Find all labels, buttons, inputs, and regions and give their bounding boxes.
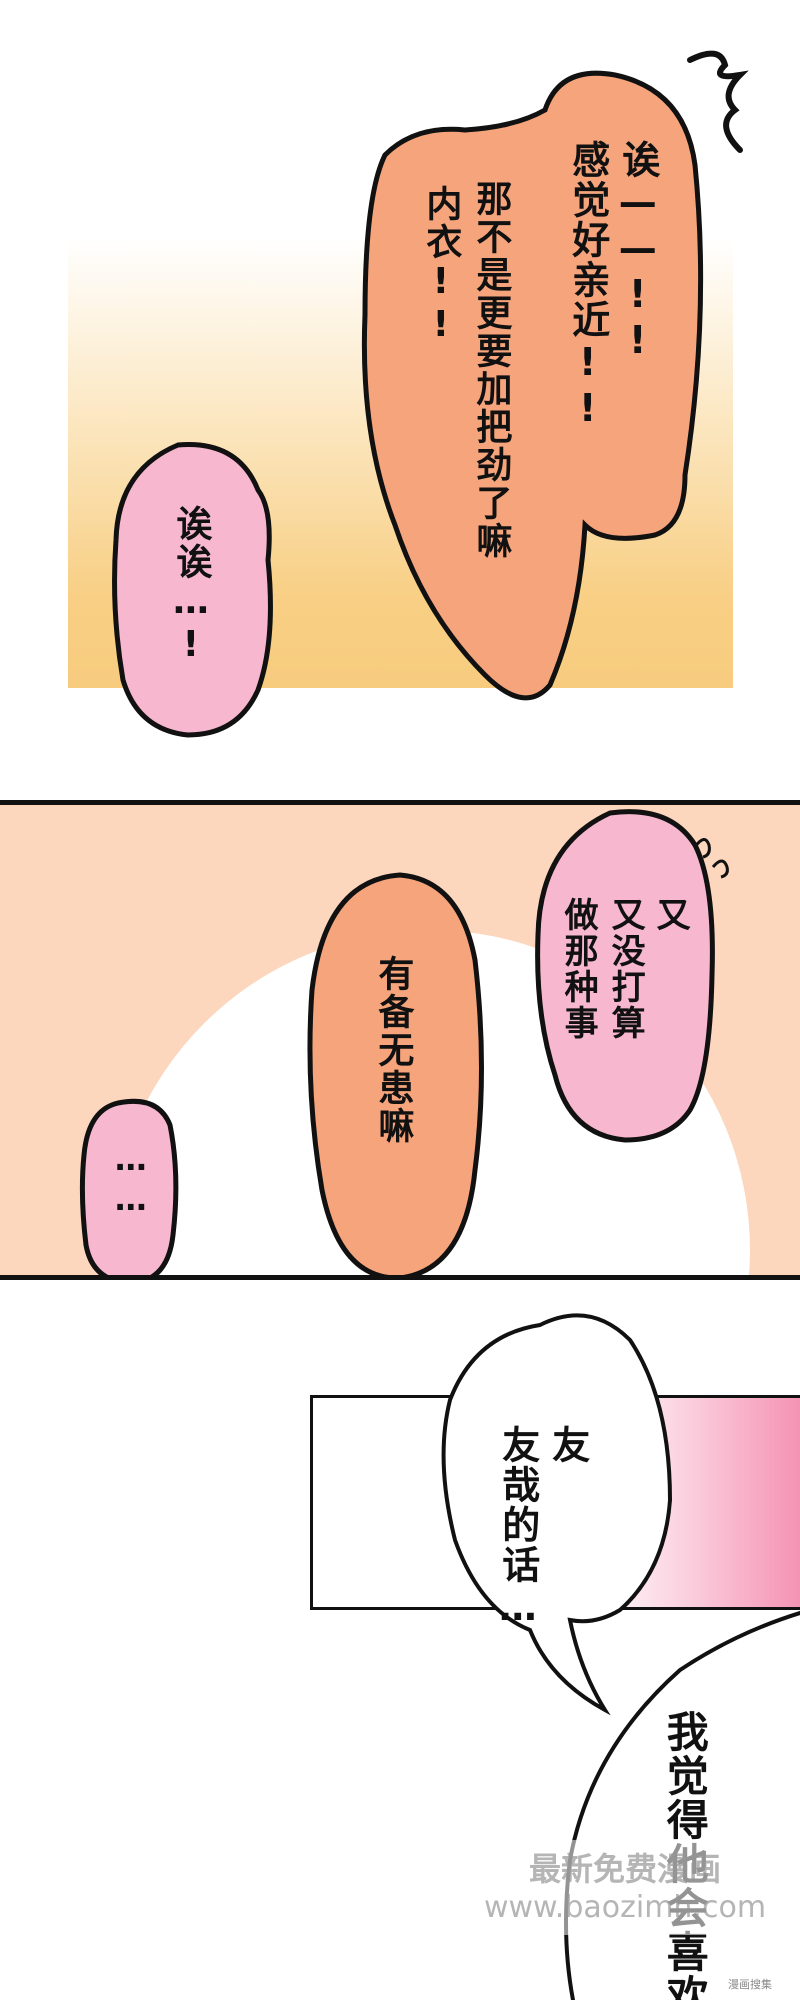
panel-divider-bottom: [0, 1275, 800, 1280]
bubble-big-line3: 那不是更要加把劲了嘛: [470, 180, 512, 560]
speech-bubble-orange-center: [307, 872, 484, 1275]
speech-bubble-orange-large: [361, 70, 704, 701]
speech-bubble-pink-tiny: [79, 1098, 179, 1275]
panel-1: 诶——!! 感觉好亲近!! 那不是更要加把劲了嘛 内衣!! 诶诶…!: [0, 0, 800, 760]
watermark-corner: 漫画搜集: [728, 1978, 772, 1991]
bubble-orange-text: 有备无患嘛: [372, 955, 414, 1145]
panel-2: 又 又没打算 做那种事 有备无患嘛 ……: [0, 805, 800, 1275]
panel-3: 友 友哉的话… 我觉得他会喜欢 最新免费漫画 www.baozimh.com 漫…: [0, 1280, 800, 2000]
bubble-small-text: 诶诶…!: [170, 505, 212, 667]
bubble-pink-line2: 又没打算: [605, 897, 646, 1041]
watermark: 最新免费漫画 www.baozimh.com: [470, 1840, 780, 1935]
watermark-line2: www.baozimh.com: [483, 1890, 767, 1925]
panel-divider-top: [0, 800, 800, 805]
speech-bubble-pink-small: [112, 442, 273, 738]
bubble-tiny-text: ……: [111, 1140, 150, 1220]
bubble-pink-line3: 做那种事: [558, 897, 599, 1041]
squiggle-small-icon: [693, 838, 729, 879]
bubble-big-line4: 内衣!!: [420, 185, 462, 347]
bubble-big-line1: 诶——!!: [615, 140, 660, 364]
bubble-white-line2: 友哉的话…: [495, 1425, 540, 1631]
squiggle-mark-icon: [687, 50, 749, 153]
bubble-white-line1: 友: [545, 1425, 590, 1465]
speech-bubble-pink-right: [535, 809, 715, 1143]
bubble-pink-line1: 又: [650, 897, 691, 933]
speech-bubble-white: [441, 1313, 673, 1716]
bubble-big-line2: 感觉好亲近!!: [565, 140, 610, 432]
watermark-line1: 最新免费漫画: [528, 1850, 721, 1888]
